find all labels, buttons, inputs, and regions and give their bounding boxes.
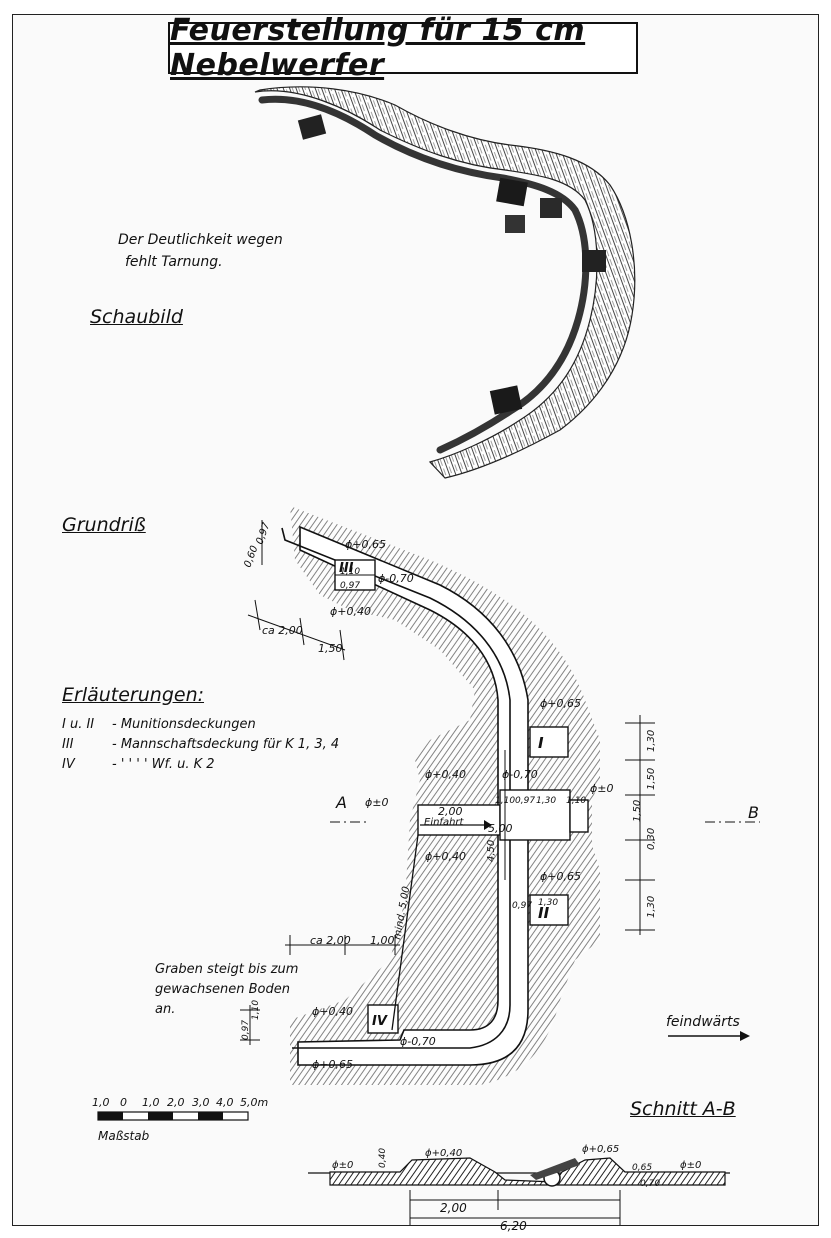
- dim-d450: 4,50: [486, 840, 497, 862]
- mark-II: II: [538, 904, 550, 922]
- lvl-m070-top: ϕ-0,70: [378, 572, 414, 585]
- dim-ca200-bot: ca 2,00: [310, 934, 351, 947]
- scale-label: Maßstab: [98, 1129, 150, 1143]
- section-view: ϕ±0 ϕ+0,40 ϕ+0,65 ϕ±0 0,40 0,65 0,70 2,0…: [308, 1144, 730, 1233]
- sec-d070: 0,70: [640, 1179, 660, 1189]
- heading-schnitt: Schnitt A-B: [630, 1098, 736, 1120]
- legend-key-2: III: [62, 737, 74, 752]
- sec-d065: 0,65: [632, 1163, 652, 1173]
- einfahrt-label: Einfahrt: [424, 817, 465, 828]
- legend-key-3: IV: [62, 757, 75, 772]
- scale-bar: 1,0 0 1,0 2,0 3,0 4,0 5,0m Maßstab: [92, 1096, 268, 1143]
- dim-r150: 1,50: [646, 768, 657, 790]
- dim-d130b: 1,30: [538, 898, 558, 908]
- sec-d040: 0,40: [378, 1148, 388, 1168]
- dim-d4: 0,97: [340, 581, 360, 591]
- scale-tick-4: 3,0: [192, 1096, 210, 1109]
- heading-schaubild: Schaubild: [90, 306, 183, 328]
- dim-r030: 0,30: [646, 828, 657, 850]
- sec-p065: ϕ+0,65: [582, 1144, 619, 1155]
- sec-d200: 2,00: [440, 1201, 467, 1215]
- dim-d097a: 0,97: [515, 796, 535, 806]
- lvl-m070-mid: ϕ-0,70: [502, 768, 538, 781]
- dim-d097b: 0,97: [512, 901, 532, 911]
- lvl-zero-right: ϕ±0: [590, 782, 613, 795]
- dim-d500: 5,00: [488, 822, 513, 835]
- legend-text-3: - ' ' ' ' Wf. u. K 2: [112, 757, 215, 772]
- section-b: B: [748, 803, 759, 822]
- mark-I: I: [538, 734, 544, 752]
- sec-d620: 6,20: [500, 1219, 527, 1233]
- mark-III: III: [339, 561, 354, 576]
- graben-note-3: an.: [155, 1002, 175, 1017]
- note-line-2: fehlt Tarnung.: [125, 254, 223, 270]
- dim-ca200-top: ca 2,00: [262, 624, 303, 637]
- lvl-zero-left: ϕ±0: [365, 796, 388, 809]
- lvl-p040-bot: ϕ+0,40: [312, 1005, 353, 1018]
- title-box: Feuerstellung für 15 cm Nebelwerfer: [168, 13, 638, 83]
- dim-r130: 1,30: [646, 730, 657, 752]
- section-a: A: [335, 793, 347, 812]
- dim-d110b: 1,10: [566, 796, 586, 806]
- lvl-p065-low: ϕ+0,65: [540, 870, 581, 883]
- scale-tick-5: 4,0: [216, 1096, 234, 1109]
- lvl-p040-top: ϕ+0,40: [330, 605, 371, 618]
- dim-r150b: 1,50: [632, 800, 643, 822]
- sec-zero-l: ϕ±0: [332, 1160, 353, 1171]
- dim-d150: 1,50: [318, 642, 343, 655]
- lvl-p065-right: ϕ+0,65: [540, 697, 581, 710]
- legend-text-2: - Mannschaftsdeckung für K 1, 3, 4: [112, 737, 340, 752]
- dim-d097c: 0,97: [241, 1020, 251, 1040]
- scale-tick-3: 2,0: [167, 1096, 185, 1109]
- dim-d110a: 1,10: [495, 796, 515, 806]
- sec-zero-r: ϕ±0: [680, 1160, 701, 1171]
- graben-note-2: gewachsenen Boden: [155, 982, 290, 997]
- scale-tick-6: 5,0m: [240, 1096, 268, 1109]
- heading-grundriss: Grundriß: [62, 514, 146, 536]
- lvl-p065-bot: ϕ+0,65: [312, 1058, 353, 1071]
- lvl-p040-low: ϕ+0,40: [425, 850, 466, 863]
- dim-r130b: 1,30: [646, 896, 657, 918]
- feindwaerts-label: feindwärts: [666, 1014, 740, 1030]
- dim-d110c: 1,10: [251, 1000, 261, 1020]
- drawing-title: Feuerstellung für 15 cm Nebelwerfer: [170, 13, 586, 83]
- heading-erlaeuterungen: Erläuterungen:: [62, 684, 205, 706]
- lvl-p040-mid: ϕ+0,40: [425, 768, 466, 781]
- legend-text-1: - Munitionsdeckungen: [112, 717, 256, 732]
- lvl-m070-bot: ϕ-0,70: [400, 1035, 436, 1048]
- scale-tick-0: 1,0: [92, 1096, 110, 1109]
- dim-d3: 1,10: [340, 567, 360, 577]
- legend-key-1: I u. II: [62, 717, 95, 732]
- dim-d1: 0,60: [242, 544, 260, 569]
- plan-view: [240, 506, 760, 1085]
- dim-d130a: 1,30: [536, 796, 556, 806]
- dim-d200-mid: 2,00: [438, 805, 463, 818]
- perspective-view: [254, 86, 636, 479]
- lvl-p065-top: ϕ+0,65: [345, 538, 386, 551]
- dim-d100: 1,00: [370, 934, 395, 947]
- dim-d2: 0,97: [254, 521, 272, 546]
- graben-note-1: Graben steigt bis zum: [155, 962, 298, 977]
- scale-tick-2: 1,0: [142, 1096, 160, 1109]
- note-line-1: Der Deutlichkeit wegen: [118, 232, 283, 248]
- mark-IV: IV: [372, 1014, 388, 1029]
- scale-tick-1: 0: [120, 1096, 127, 1109]
- sec-p040: ϕ+0,40: [425, 1148, 462, 1159]
